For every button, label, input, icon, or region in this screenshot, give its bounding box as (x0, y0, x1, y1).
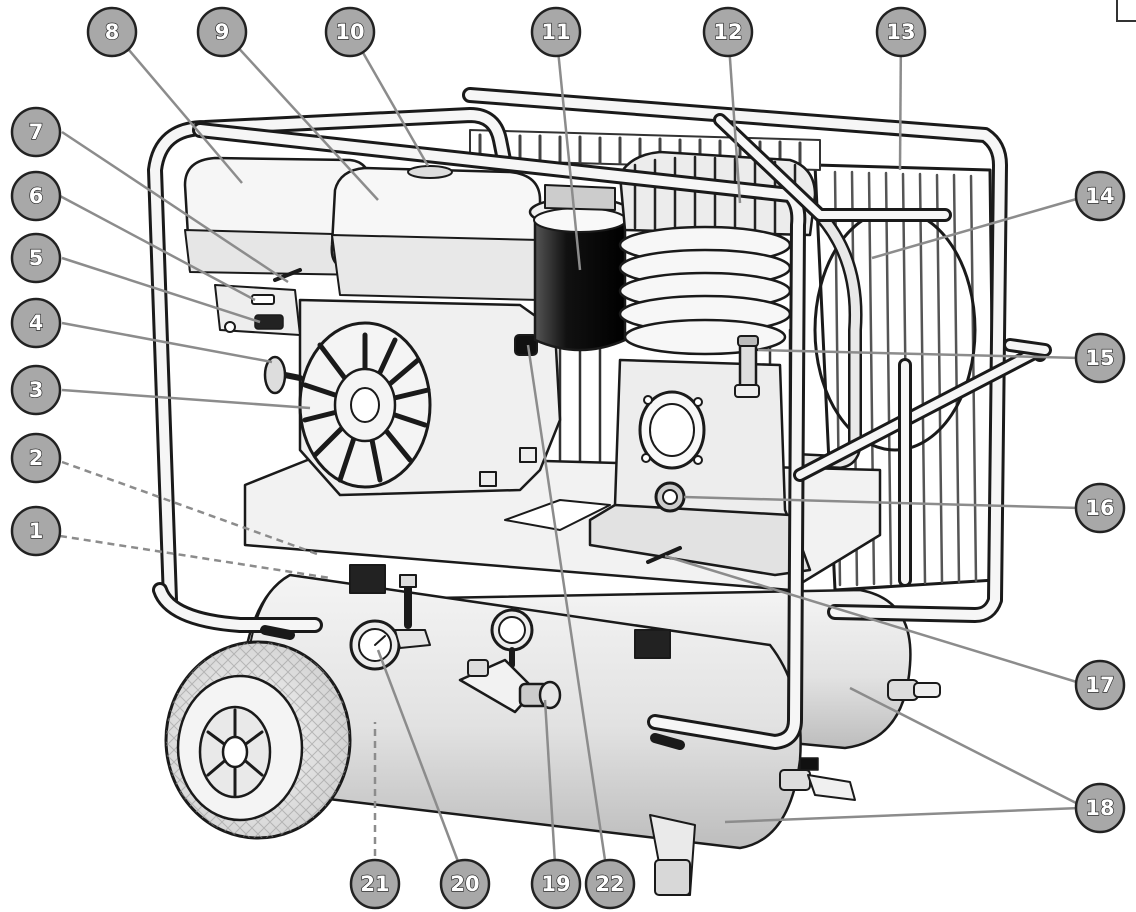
leader-8 (111, 29, 243, 184)
leader-2 (61, 460, 321, 557)
leader-lines (59, 29, 1081, 881)
starter-handle (263, 355, 303, 395)
leader-12 (726, 29, 742, 204)
callout-16: 16 (1074, 482, 1126, 534)
leader-9 (221, 29, 379, 201)
oil-fill-cap (738, 338, 758, 390)
svg-text:6: 6 (29, 184, 44, 208)
callout-22: 22 (584, 858, 636, 910)
svg-text:22: 22 (595, 872, 624, 896)
leader-20 (376, 649, 467, 881)
callout-15: 15 (1074, 332, 1126, 384)
callout-11: 11 (530, 6, 582, 58)
svg-text:12: 12 (713, 20, 742, 44)
callout-9: 9 (196, 6, 248, 58)
leader-22 (526, 344, 610, 881)
corner-tab (1116, 0, 1136, 22)
leader-5 (61, 256, 261, 324)
svg-text:9: 9 (215, 20, 230, 44)
callout-21: 21 (349, 858, 401, 910)
on-off-switch (514, 334, 538, 356)
svg-text:11: 11 (541, 20, 570, 44)
svg-text:5: 5 (29, 246, 44, 270)
frame (147, 87, 1052, 750)
callout-12: 12 (702, 6, 754, 58)
leader-19 (543, 699, 558, 881)
svg-text:18: 18 (1085, 796, 1114, 820)
leader-6 (59, 194, 256, 302)
wheel (164, 640, 352, 840)
svg-text:19: 19 (541, 872, 570, 896)
carburetor-controls (214, 268, 302, 336)
svg-text:7: 7 (29, 120, 44, 144)
svg-text:20: 20 (450, 872, 479, 896)
svg-text:4: 4 (29, 311, 44, 335)
callout-7: 7 (10, 106, 62, 158)
leader-4 (61, 321, 273, 364)
callout-14: 14 (1074, 170, 1126, 222)
svg-text:17: 17 (1085, 673, 1114, 697)
callout-2: 2 (10, 432, 62, 484)
leader-7 (61, 130, 289, 284)
callout-18: 18 (1074, 782, 1126, 834)
leader-14 (871, 196, 1081, 260)
svg-text:3: 3 (29, 378, 44, 402)
svg-text:2: 2 (29, 446, 44, 470)
leader-1 (59, 534, 331, 580)
leader-18a (849, 686, 1081, 807)
illustration (147, 87, 1052, 896)
callout-3: 3 (10, 364, 62, 416)
callout-19: 19 (530, 858, 582, 910)
leader-16 (683, 495, 1081, 510)
svg-text:15: 15 (1085, 346, 1114, 370)
svg-text:14: 14 (1085, 184, 1114, 208)
svg-text:8: 8 (105, 20, 120, 44)
svg-text:13: 13 (886, 20, 915, 44)
callout-17: 17 (1074, 659, 1126, 711)
callout-13: 13 (875, 6, 927, 58)
callout-8: 8 (86, 6, 138, 58)
recoil-starter (298, 321, 432, 489)
svg-text:21: 21 (360, 872, 389, 896)
leader-15 (757, 348, 1081, 360)
svg-text:1: 1 (29, 519, 44, 543)
callout-10: 10 (324, 6, 376, 58)
pressure-regulator (458, 608, 562, 714)
callout-1: 1 (10, 505, 62, 557)
callout-20: 20 (439, 858, 491, 910)
leader-3 (61, 388, 311, 410)
svg-text:16: 16 (1085, 496, 1114, 520)
callouts: 1 2 3 4 5 6 7 8 9 10 11 12 13 14 15 16 1… (10, 6, 1126, 910)
callout-6: 6 (10, 170, 62, 222)
crankcase (588, 335, 812, 577)
leader-17 (664, 554, 1081, 685)
leader-18b (724, 806, 1081, 824)
leader-11 (554, 29, 582, 271)
svg-text:10: 10 (335, 20, 364, 44)
tank-pressure-gauge (349, 574, 431, 671)
callout-4: 4 (10, 297, 62, 349)
callout-5: 5 (10, 232, 62, 284)
